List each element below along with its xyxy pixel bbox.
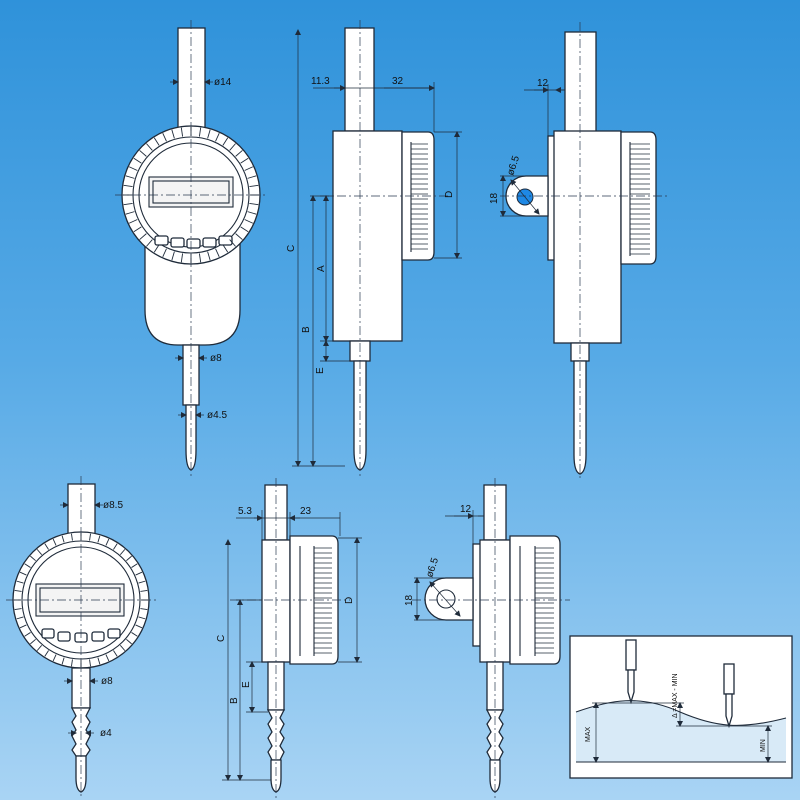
dim-d65-small: ø6.5 — [424, 556, 441, 579]
probe-min-tip — [725, 693, 733, 729]
dim-B-small: B — [229, 697, 240, 704]
dim-B: B — [301, 326, 312, 333]
side-view-small: 5.3 23 C B E D — [216, 478, 362, 798]
dim-E: E — [315, 367, 326, 374]
dim-d65: ø6.5 — [505, 154, 522, 177]
dim-d45: ø4.5 — [207, 410, 227, 421]
dim-32: 32 — [392, 76, 404, 87]
body — [553, 130, 622, 344]
bezel-ribs-small — [14, 533, 148, 667]
inset-max-label: MAX — [585, 727, 592, 743]
keypad — [154, 235, 233, 249]
dim-12: 12 — [537, 78, 549, 89]
dim-A: A — [316, 265, 327, 272]
dim-C-small: C — [216, 635, 227, 642]
dim-d14: ø14 — [214, 77, 232, 88]
dim-d8: ø8 — [210, 353, 222, 364]
front-view-large: ø14 ø8 ø4.5 — [115, 20, 268, 478]
dim-d8b: ø8 — [101, 676, 113, 687]
inset-delta-label: Δ =MAX - MIN — [672, 673, 679, 718]
front-view-small: ø8.5 ø8 ø4 — [6, 476, 156, 798]
stem — [344, 27, 375, 132]
dim-D-small: D — [344, 597, 355, 604]
dim-53: 5.3 — [238, 506, 252, 517]
dim-18-small: 18 — [404, 594, 415, 606]
surface-fill — [576, 700, 786, 762]
lug-view-small: 12 18 ø6.5 — [404, 478, 570, 798]
stem — [564, 31, 597, 133]
dim-C: C — [286, 245, 297, 252]
body — [332, 130, 403, 342]
dim-12-small: 12 — [460, 504, 472, 515]
dim-23: 23 — [300, 506, 312, 517]
measurement-inset: MAX MIN Δ =MAX - MIN — [569, 635, 793, 779]
bezel-ribs-large — [123, 127, 259, 263]
inset-min-label: MIN — [760, 739, 767, 752]
knurl-side-small — [314, 547, 332, 654]
lug-view-large: 12 18 ø6.5 — [489, 22, 668, 480]
probe-max-body — [625, 639, 637, 671]
knurl-lug-small — [535, 547, 554, 654]
probe-max-tip — [627, 669, 635, 705]
side-view-large: 11.3 32 C A B E D — [286, 20, 462, 478]
stem-upper — [177, 27, 206, 133]
dim-113: 11.3 — [311, 76, 330, 87]
dim-d4: ø4 — [100, 728, 112, 739]
knurl-side-large — [411, 143, 428, 250]
dim-E-small: E — [241, 681, 252, 688]
dim-D: D — [444, 191, 455, 198]
knurl-lug-large — [630, 143, 650, 255]
dim-18: 18 — [489, 192, 500, 204]
dim-d85: ø8.5 — [103, 500, 123, 511]
probe-min-body — [723, 663, 735, 695]
